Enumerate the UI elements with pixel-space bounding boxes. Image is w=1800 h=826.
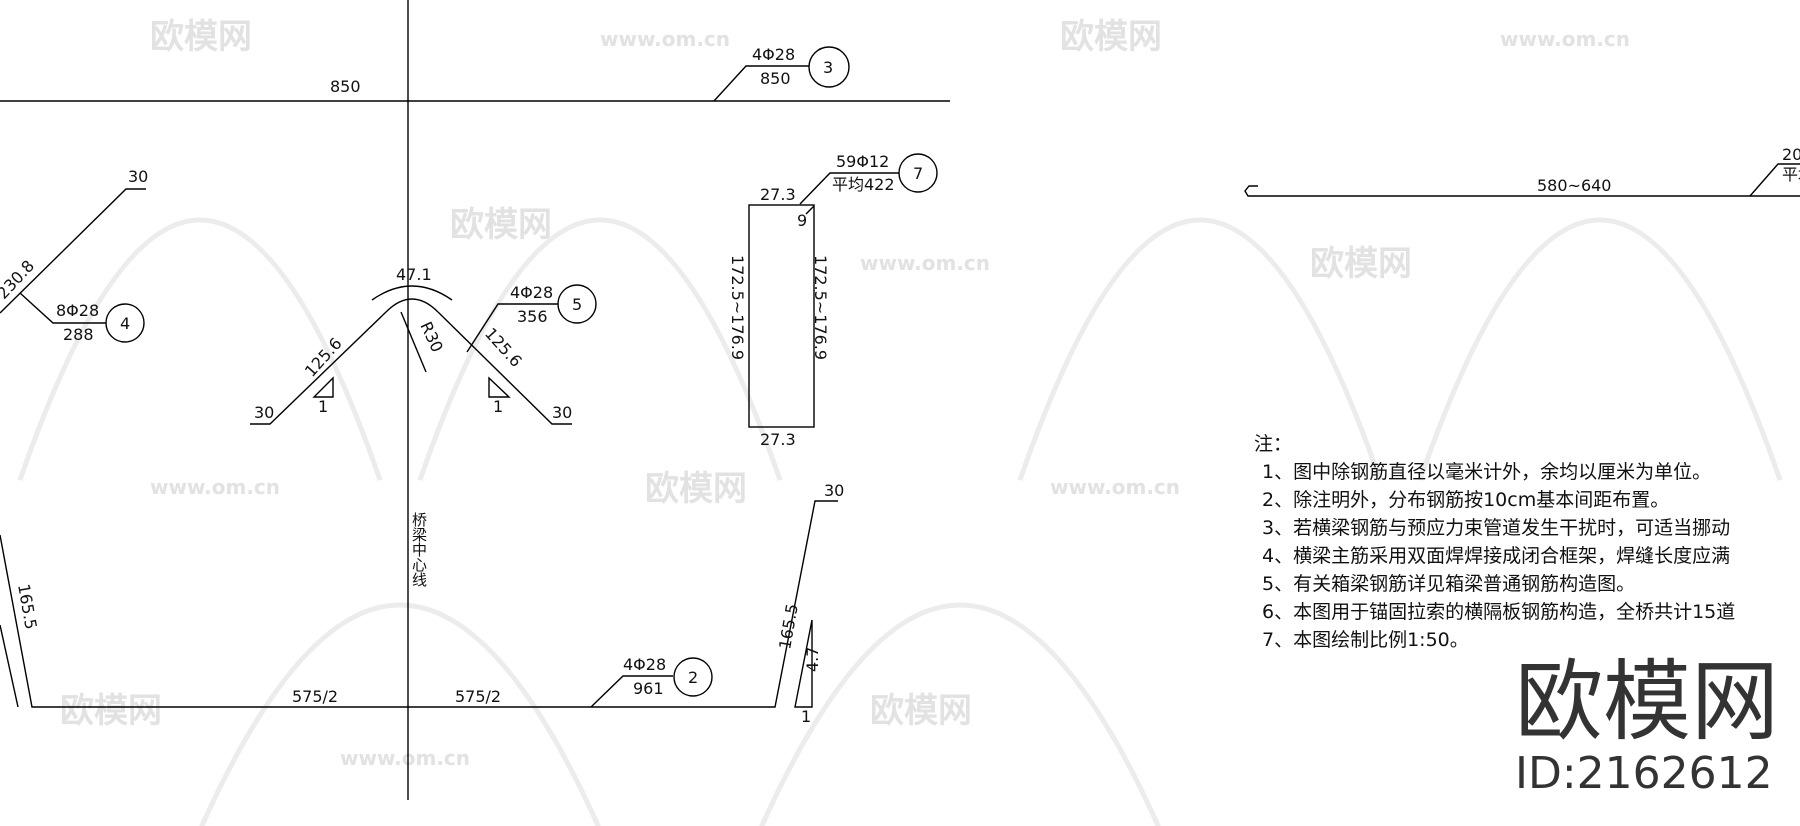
watermark-logo: 欧模网 [645,469,747,509]
watermark-url: www.om.cn [340,746,470,770]
bar3-length-dim: 850 [330,77,361,96]
note-item: 6、本图用于锚固拉索的横隔板钢筋构造，全桥共计15道 [1262,601,1736,623]
bar3-length: 850 [760,69,791,88]
bar5-hook-right: 30 [552,403,572,422]
brand-id: ID:2162612 [1515,748,1773,799]
rebar-top-right: 580~640 20 平均 [1244,145,1800,197]
bar-top-right-spec: 20 [1782,145,1800,164]
bar2-mark-circle [673,657,713,697]
rebar-7: 27.3 27.3 172.5~176.9 172.5~176.9 9 59Φ1… [728,152,938,449]
bar-top-right-length: 580~640 [1537,176,1611,195]
note-item: 1、图中除钢筋直径以毫米计外，余均以厘米为单位。 [1262,461,1712,483]
bar5-slope-right: 1 [493,397,503,416]
bar7-hook: 9 [797,211,807,230]
note-item: 5、有关箱梁钢筋详见箱梁普通钢筋构造图。 [1262,573,1636,595]
watermark-url: www.om.cn [600,27,730,51]
bar7-top-dim: 27.3 [760,185,796,204]
bar5-length: 356 [517,307,548,326]
watermark-logo: 欧模网 [1060,17,1162,57]
brand-watermark: 欧模网 [1515,650,1780,753]
centerline-label: 桥梁中心线 [410,512,428,587]
bar7-mark-circle [898,153,938,193]
bar2-side-right: 165.5 [775,602,802,650]
watermark-logo: 欧模网 [150,17,252,57]
bar2-mark: 2 [688,668,698,687]
bar2-slope: 1 [801,707,811,726]
bar4-hook-dim: 30 [128,167,148,186]
bar4-length: 288 [63,325,94,344]
bar7-bottom-dim: 27.3 [760,430,796,449]
bar4-spec: 8Φ28 [56,301,99,320]
bar5-side-right: 125.6 [481,324,526,371]
notes-block: 注： 1、图中除钢筋直径以毫米计外，余均以厘米为单位。 2、除注明外，分布钢筋按… [1254,430,1800,654]
bar-top-right-avg: 平均 [1782,165,1800,184]
bar2-half-left: 575/2 [292,687,338,706]
watermark-logo: 欧模网 [1310,244,1412,284]
bar5-radius: R30 [416,319,447,356]
bar4-diag-dim: 230.8 [0,256,38,302]
note-item: 3、若横梁钢筋与预应力束管道发生干扰时，可适当挪动 [1262,517,1731,539]
watermark-url: www.om.cn [860,251,990,275]
bar5-slope-left: 1 [318,397,328,416]
offset-triangle [794,619,813,708]
bar2-half-right: 575/2 [455,687,501,706]
rebar-4: 30 230.8 8Φ28 288 4 [0,167,148,344]
bar5-arc-dim: 47.1 [396,265,432,284]
watermark-url: www.om.cn [1050,475,1180,499]
rebar-5: 30 30 125.6 125.6 47.1 R30 1 1 4Φ28 356 … [250,265,597,425]
slope-triangle-left [312,376,334,398]
watermark-url: www.om.cn [150,475,280,499]
bar4-mark: 4 [120,314,130,333]
watermark-url: www.om.cn [1500,27,1630,51]
note-item: 2、除注明外，分布钢筋按10cm基本间距布置。 [1262,489,1670,511]
watermark-layer: 欧模网 欧模网 欧模网 欧模网 欧模网 欧模网 欧模网 www.om.cn ww… [17,17,1783,826]
note-item: 7、本图绘制比例1:50。 [1262,629,1469,651]
rebar-2: 30 165.5 165.5 575/2 575/2 4.7 1 4Φ28 96… [0,481,844,726]
bar4-mark-circle [105,303,145,343]
bar2-hook: 30 [824,481,844,500]
slope-triangle-right [488,376,511,398]
rebar-3: 850 4Φ28 850 3 [0,45,950,102]
watermark-logo: 欧模网 [60,691,162,731]
bar7-length: 平均422 [832,175,895,194]
bar2-offset: 4.7 [803,647,822,672]
bar5-mark: 5 [572,295,582,314]
bar5-spec: 4Φ28 [510,283,553,302]
bar3-spec: 4Φ28 [752,45,795,64]
bar2-length: 961 [633,679,664,698]
note-item: 4、横梁主筋采用双面焊焊接成闭合框架，焊缝长度应满 [1262,545,1731,567]
bar2-side-left: 165.5 [14,582,41,630]
bar2-spec: 4Φ28 [623,655,666,674]
bar7-spec: 59Φ12 [836,152,889,171]
bar7-side-left: 172.5~176.9 [728,255,747,360]
bar3-mark: 3 [823,58,833,77]
bar3-mark-circle [808,46,850,88]
notes-title: 注： [1254,433,1293,455]
watermark-logo: 欧模网 [450,205,552,245]
bar7-mark: 7 [913,164,923,183]
bar5-mark-circle [557,284,597,324]
bar7-side-right: 172.5~176.9 [811,255,830,360]
bar5-hook-left: 30 [254,403,274,422]
watermark-logo: 欧模网 [870,691,972,731]
